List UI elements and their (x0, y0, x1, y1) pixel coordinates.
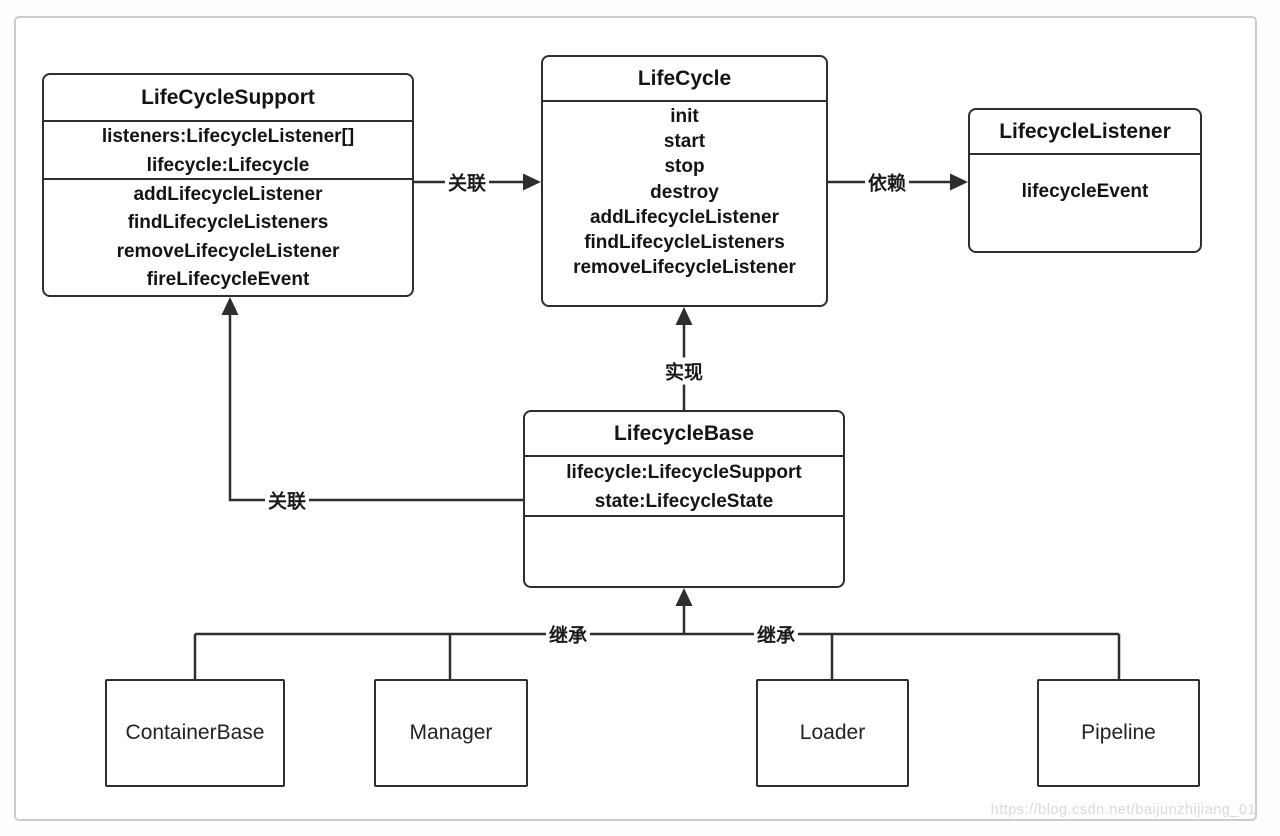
relation-label-inheritance-right: 继承 (753, 620, 799, 648)
class-lifecyclesupport: LifeCycleSupport listeners:LifecycleList… (42, 73, 414, 297)
arrowhead-right-2 (950, 173, 968, 191)
class-title: Manager (409, 721, 493, 744)
method: stop (664, 156, 705, 178)
relation-label-association: 关联 (444, 168, 490, 196)
methods-section: addLifecycleListener findLifecycleListen… (44, 178, 412, 295)
method: findLifecycleListeners (584, 232, 785, 254)
method: addLifecycleListener (133, 184, 323, 205)
relation-label-inheritance-left: 继承 (545, 620, 591, 648)
class-lifecyclelistener: LifecycleListener lifecycleEvent (968, 108, 1202, 253)
attribute: state:LifecycleState (594, 491, 774, 512)
attribute: lifecycle:LifecycleSupport (566, 462, 802, 483)
class-title: Loader (799, 721, 866, 744)
methods-section: lifecycleEvent (970, 153, 1200, 251)
method: addLifecycleListener (589, 206, 780, 228)
attribute: lifecycle:Lifecycle (146, 155, 310, 176)
class-pipeline: Pipeline (1037, 679, 1200, 787)
arrowhead-up-realize (675, 307, 693, 325)
relation-label-realization: 实现 (661, 357, 707, 385)
empty-section (525, 515, 843, 586)
relation-label-association-2: 关联 (264, 486, 310, 514)
relation-label-dependency: 依赖 (864, 168, 910, 196)
methods-section: init start stop destroy addLifecycleList… (543, 100, 826, 305)
class-title: Pipeline (1081, 721, 1156, 744)
watermark-url: https://blog.csdn.net/baijunzhijiang_01 (990, 802, 1256, 818)
method: start (663, 131, 706, 153)
class-manager: Manager (374, 679, 528, 787)
method: destroy (650, 181, 719, 203)
attributes-section: listeners:LifecycleListener[] lifecycle:… (44, 120, 412, 178)
method: removeLifecycleListener (116, 240, 340, 262)
class-title: ContainerBase (125, 721, 265, 744)
connector-base-to-support (228, 312, 523, 502)
class-title: LifecycleListener (999, 120, 1171, 143)
method: removeLifecycleListener (573, 257, 796, 279)
arrowhead-up-assoc (221, 297, 239, 315)
class-lifecycle: LifeCycle init start stop destroy addLif… (541, 55, 828, 307)
class-title: LifeCycleSupport (141, 86, 315, 109)
method: findLifecycleListeners (127, 212, 329, 234)
class-loader: Loader (756, 679, 909, 787)
arrowhead-up-inherit (675, 588, 693, 606)
method: lifecycleEvent (1021, 181, 1149, 202)
method: fireLifecycleEvent (146, 269, 310, 291)
class-title: LifecycleBase (613, 422, 755, 445)
method: init (670, 106, 699, 127)
attributes-section: lifecycle:LifecycleSupport state:Lifecyc… (525, 455, 843, 515)
arrowhead-right-1 (523, 173, 541, 191)
class-containerbase: ContainerBase (105, 679, 285, 787)
class-title: LifeCycle (637, 67, 732, 90)
attribute: listeners:LifecycleListener[] (101, 126, 355, 147)
class-lifecyclebase: LifecycleBase lifecycle:LifecycleSupport… (523, 410, 845, 588)
